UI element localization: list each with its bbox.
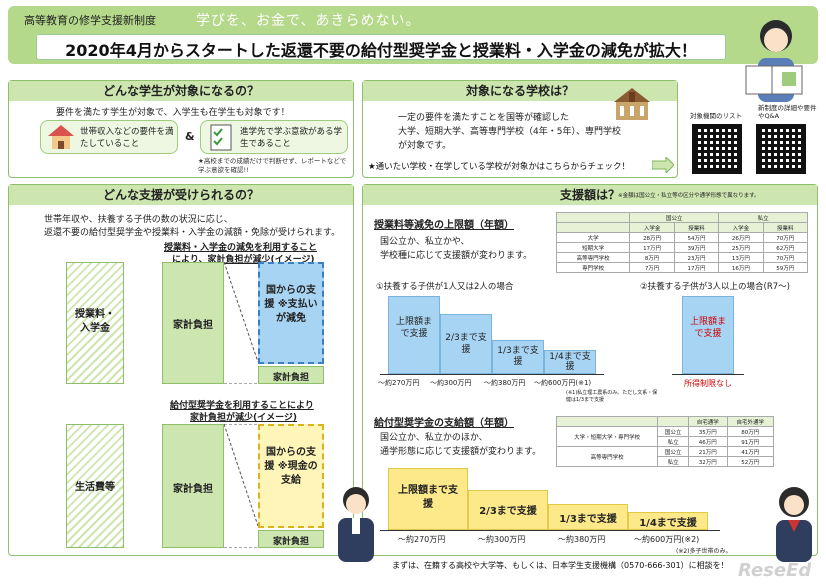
scholar-bar-14: [628, 512, 708, 530]
qr-code-detail[interactable]: [756, 124, 806, 174]
schools-line1: 一定の要件を満たすことを国等が確認した: [398, 113, 570, 123]
arrow-right-icon: [651, 155, 675, 175]
amount-title-note: ※金額は国公立・私立等の区分や通学形態で異なります。: [618, 193, 760, 199]
state-support-label-1: 国からの支援 ※支払いが減免: [264, 285, 318, 324]
teacher-illustration: [736, 8, 816, 108]
scholar-footnote: (※2)多子世帯のみ。: [676, 548, 732, 555]
students-intro: 要件を満たす学生が対象で、入学生も在学生も対象です！: [56, 108, 290, 118]
case2-bar: [682, 296, 734, 374]
living-block: [66, 424, 124, 548]
state-support-label-2: 国からの支援 ※現金の支給: [264, 447, 318, 486]
schools-panel: 対象になる学校は？: [362, 80, 678, 178]
household-small-block-1: [258, 366, 324, 384]
household-block-2: [162, 424, 224, 548]
tuition-income-4: 〜約600万円(※1): [534, 379, 592, 387]
tuition-bar-14-label: 1/4まで支援: [549, 352, 591, 372]
support-desc1: 世帯年収や、扶養する子供の数の状況に応じ、: [44, 215, 233, 225]
state-support-block-1: [258, 262, 324, 364]
tuition-desc1: 国公立か、私立かや、: [380, 237, 470, 247]
scholar-bar-23: [468, 490, 548, 530]
scholar-bar-13: [548, 504, 628, 530]
household-label-2: 家計負担: [173, 484, 213, 495]
reduce-heading2: により、家計負担が減少(イメージ): [172, 255, 315, 265]
scholar-bar-13-label: 1/3まで支援: [559, 514, 617, 525]
scholar-income-1: 〜約270万円: [398, 535, 446, 544]
scholar-bar-full-label: 上限額まで支援: [398, 485, 458, 510]
students-note: ★高校までの成績だけで判断せず、レポートなどで学ぶ意欲を確認!!: [198, 157, 347, 174]
watermark-logo: ReseEd: [738, 560, 812, 581]
support-title: どんな支援が受けられるの？: [9, 185, 353, 205]
case2-baseline: [672, 374, 744, 375]
header-title-box: [36, 34, 726, 60]
header-subtitle: 高等教育の修学支援新制度: [24, 14, 156, 27]
scholar-heading1: 給付型奨学金を利用することにより: [170, 401, 314, 411]
schools-line2: 大学、短期大学、高等専門学校（4年・5年）、専門学校: [398, 127, 621, 137]
scholar-heading: 給付型奨学金の支給額（年額）: [374, 418, 514, 429]
connector-dashes-2: [223, 423, 259, 549]
tuition-block: [66, 262, 124, 384]
requirement-income-text: 世帯収入などの要件を満たしていること: [80, 127, 174, 149]
ampersand: &: [185, 130, 195, 143]
scholar-income-4: 〜約600万円(※2): [634, 535, 700, 544]
qr-label-detail: 新制度の詳細や要件やQ&A: [758, 104, 817, 120]
page-title: 2020年4月からスタートした返還不要の給付型奨学金と授業料・入学金の減免が拡大…: [65, 41, 697, 60]
household-small-label-2: 家計負担: [272, 537, 309, 547]
scholar-income-3: 〜約380万円: [558, 535, 606, 544]
scholar-desc2: 通学形態に応じて支援額が変わります。: [380, 447, 542, 457]
reduce-heading1: 授業料・入学金の減免を利用すること: [164, 243, 318, 253]
scholar-bar-14-label: 1/4まで支援: [639, 518, 697, 529]
tuition-bar-14: [544, 350, 596, 374]
tuition-bar-full: [388, 296, 440, 374]
scholar-bar-full: [388, 468, 468, 530]
tuition-bar-13-label: 1/3まで支援: [497, 346, 539, 367]
no-income-limit: 所得制限なし: [684, 379, 732, 388]
household-small-label-1: 家計負担: [272, 373, 309, 383]
checklist-icon: [206, 122, 236, 152]
amount-title: 支援額は？: [363, 185, 817, 205]
household-label-1: 家計負担: [173, 320, 213, 331]
case1-label: ①扶養する子供が1人又は2人の場合: [376, 282, 514, 292]
tuition-income-2: 〜約300万円: [430, 379, 472, 387]
tuition-baseline: [380, 374, 604, 375]
tuition-label: 授業料・入学金: [75, 309, 115, 334]
schools-title: 対象になる学校は？: [363, 81, 677, 101]
case2-label: ②扶養する子供が3人以上の場合(R7〜): [640, 282, 790, 292]
living-label: 生活費等: [75, 482, 115, 493]
house-icon: [46, 122, 76, 152]
tuition-heading: 授業料等減免の上限額（年額）: [374, 220, 514, 231]
tuition-bar-13: [492, 340, 544, 374]
tuition-bar-23: [440, 314, 492, 374]
tuition-bar-23-label: 2/3まで支援: [445, 333, 487, 355]
qr-label-list: 対象機関のリスト: [690, 112, 742, 120]
schools-line3: が対象です。: [398, 141, 452, 151]
scholar-income-2: 〜約300万円: [478, 535, 526, 544]
tuition-income-3: 〜約380万円: [484, 379, 526, 387]
scholar-bar-23-label: 2/3まで支援: [479, 506, 537, 517]
scholar-desc1: 国公立か、私立かのほか、: [380, 433, 488, 443]
tuition-bar-full-label: 上限額まで支援: [395, 317, 432, 339]
students-title: どんな学生が対象になるの？: [9, 81, 353, 101]
male-student-illustration: [330, 482, 382, 562]
state-support-block-2: [258, 424, 324, 528]
scholar-heading2: 家計負担が減少(イメージ): [190, 413, 298, 423]
tuition-income-1: 〜約270万円: [378, 379, 420, 387]
household-small-block-2: [258, 530, 324, 548]
qr-code-list[interactable]: [692, 124, 742, 174]
header-slogan: 学びを、お金で、あきらめない。: [196, 13, 421, 29]
female-student-illustration: [768, 482, 820, 562]
support-desc2: 返還不要の給付型奨学金や授業料・入学金の減額・免除が受けられます。: [44, 228, 341, 238]
tuition-desc2: 学校種に応じて支援額が変わります。: [380, 251, 533, 261]
requirement-motivation-text: 進学先で学ぶ意欲がある学生であること: [240, 127, 343, 149]
household-block-1: [162, 262, 224, 384]
case2-bar-label: 上限額まで支援: [689, 317, 726, 339]
tuition-footnote: (※1)私立理工農系のみ。ただし文系・保健は1/3まで支援: [566, 390, 658, 403]
scholar-baseline: [380, 530, 720, 531]
university-icon: [612, 86, 652, 122]
footer-text: まずは、在籍する高校や大学等、もしくは、日本学生支援機構（0570-666-30…: [392, 561, 729, 570]
schools-check-text: ★通いたい学校・在学している学校が対象かはこちらからチェック！: [368, 162, 631, 172]
connector-dashes-1: [223, 261, 259, 385]
